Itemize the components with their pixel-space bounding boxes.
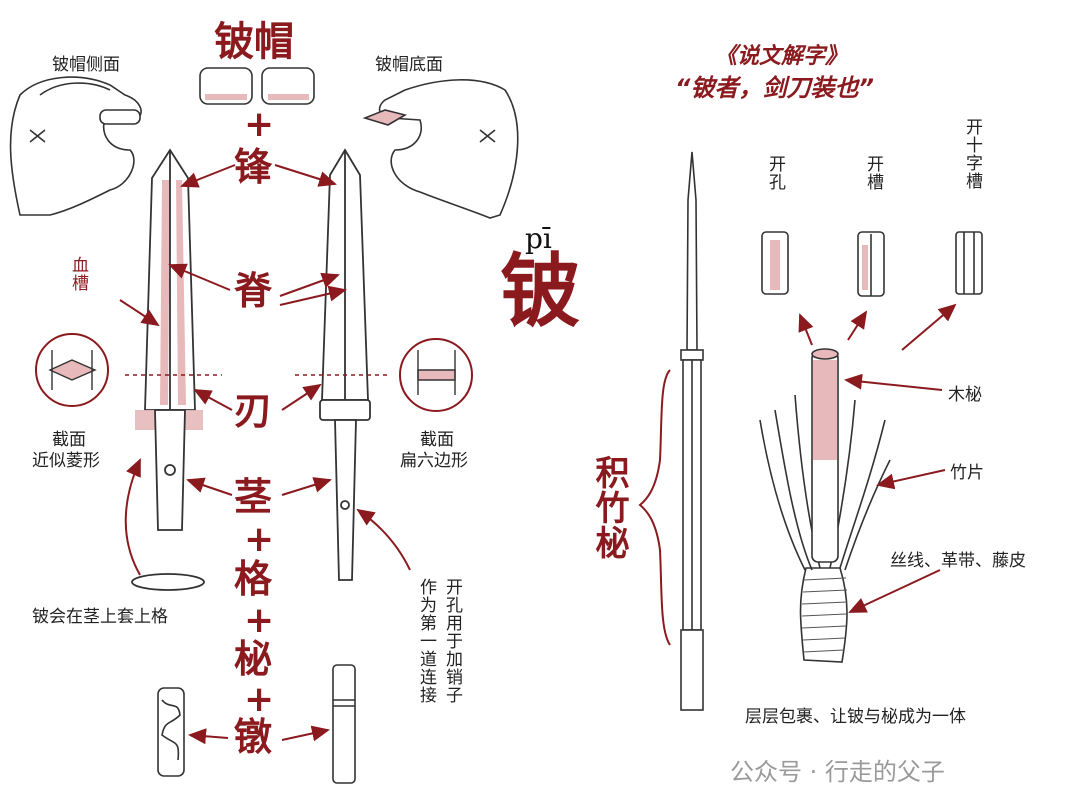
ge-note-label: 铍会在茎上套上格	[32, 607, 168, 627]
component-ji: 脊	[234, 269, 273, 313]
pinyin: pī	[525, 222, 552, 255]
plus-1: +	[244, 104, 275, 145]
left-sword-drawing	[135, 148, 203, 531]
quote-source: 《说文解字》	[715, 44, 848, 69]
section-left-label-1: 截面	[52, 430, 86, 450]
section-right-label-1: 截面	[420, 430, 454, 450]
component-jing: 茎	[234, 475, 273, 519]
section-right-label-2: 扁六边形	[400, 451, 468, 471]
component-bi: 柲	[234, 637, 273, 681]
main-character: 铍	[500, 245, 580, 338]
cap-pieces	[199, 67, 315, 105]
cap-side-label: 铍帽侧面	[52, 55, 120, 75]
blood-groove-label: 血槽	[68, 256, 88, 292]
binding-label: 丝线、革带、藤皮	[890, 551, 1026, 571]
plus-4: +	[244, 679, 275, 720]
hole-note-line2: 作为第一道连接	[416, 578, 436, 704]
tenon-types	[761, 231, 983, 297]
page-title: 铍帽	[214, 19, 294, 65]
section-left-label-2: 近似菱形	[32, 451, 100, 471]
hole-note-line1: 开孔用于加销子	[442, 578, 462, 704]
quote-text: “铍者，剑刀装也”	[675, 74, 874, 102]
right-sword-drawing	[319, 148, 371, 581]
plus-2: +	[244, 519, 275, 560]
wood-label: 木柲	[948, 385, 982, 405]
caption-label: 层层包裹、让铍与柲成为一体	[745, 707, 966, 727]
dui-drawing	[157, 664, 356, 784]
slot-type-label: 开槽	[863, 155, 883, 191]
component-dui: 镦	[234, 715, 273, 759]
jizhu-bi-shaft	[680, 151, 704, 711]
hole-type-label: 开孔	[765, 155, 785, 191]
component-ren: 刃	[234, 389, 273, 433]
component-ge: 格	[234, 557, 273, 601]
component-feng: 锋	[234, 145, 273, 189]
wrapped-handle-drawing	[759, 348, 891, 663]
right-hand-drawing	[362, 79, 519, 219]
bamboo-label: 竹片	[950, 463, 984, 483]
cross-slot-type-label: 开十字槽	[962, 118, 982, 190]
watermark: 公众号 · 行走的父子	[730, 758, 945, 786]
cap-bottom-label: 铍帽底面	[375, 55, 443, 75]
shaft-title: 积竹柲	[589, 455, 629, 560]
ge-ring-drawing	[131, 573, 205, 591]
left-hand-drawing	[9, 76, 142, 216]
plus-3: +	[244, 600, 275, 641]
